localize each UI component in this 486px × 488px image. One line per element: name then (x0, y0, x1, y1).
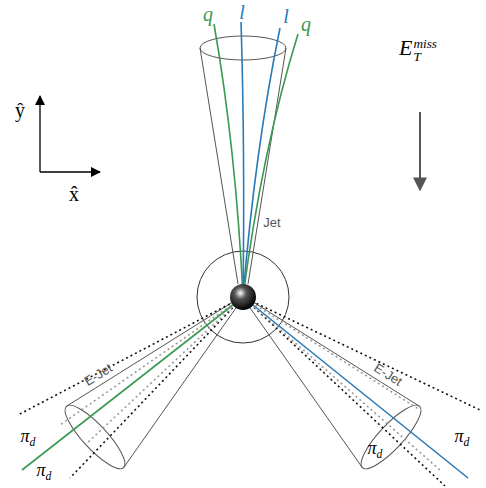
interaction-point (230, 284, 256, 310)
dark-pion-label: πd (37, 461, 52, 482)
jet-label: Jet (263, 216, 280, 229)
quark-label: q (301, 14, 311, 34)
met-label: ETmiss (399, 37, 437, 63)
ejet-cone (248, 300, 428, 476)
ejet-label: E-Jet (82, 360, 115, 387)
ejet-tracks (243, 297, 480, 486)
lepton-label: l (283, 6, 289, 26)
axes (40, 96, 100, 172)
axis-label: x̂ (69, 184, 79, 204)
jet-tracks (214, 22, 298, 297)
quark-label: q (203, 4, 213, 24)
met-arrow (419, 112, 421, 190)
lepton-label: l (239, 2, 245, 22)
ejet-label: E-Jet (372, 360, 405, 387)
axis-label: ŷ (15, 100, 25, 120)
dark-pion-label: πd (455, 427, 470, 448)
dark-pion-label: πd (21, 427, 36, 448)
dark-pion-label: πd (368, 439, 383, 460)
ejet-cone (58, 300, 238, 476)
ejet-tracks (18, 297, 243, 478)
